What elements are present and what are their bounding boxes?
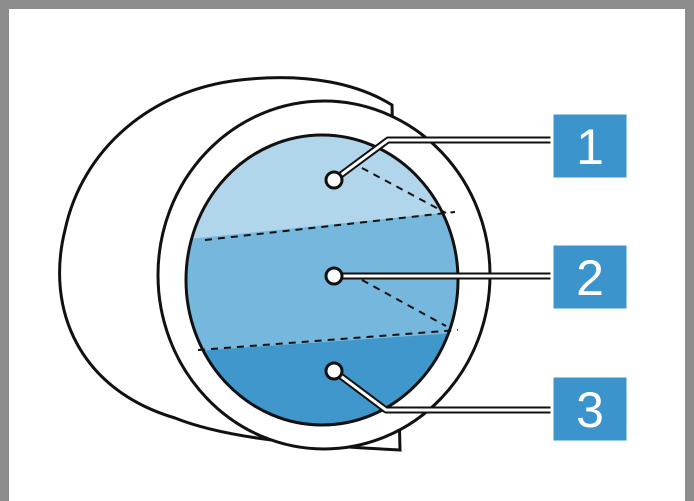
dashed-pointer-2 — [361, 279, 447, 327]
inner-opening — [184, 133, 460, 427]
dashed-pointer-1 — [361, 167, 447, 214]
callout-3: 3 — [550, 374, 630, 444]
boundary-line-upper — [204, 211, 456, 241]
marker-dot-2 — [324, 266, 344, 286]
callout-label-3: 3 — [576, 382, 604, 438]
fluid-layers — [186, 135, 458, 425]
marker-dot-1 — [324, 170, 344, 190]
callout-box-2 — [550, 242, 630, 312]
callout-box-3 — [550, 374, 630, 444]
callout-1: 1 — [550, 111, 630, 181]
callout-box-1 — [550, 111, 630, 181]
callout-label-1: 1 — [576, 119, 604, 175]
leader-line-3-inner — [333, 369, 552, 412]
marker-dot-3 — [324, 361, 344, 381]
boundary-line-lower — [197, 329, 459, 351]
callout-label-2: 2 — [576, 250, 604, 306]
leader-line-1-inner — [333, 138, 552, 182]
callout-2: 2 — [550, 242, 630, 312]
